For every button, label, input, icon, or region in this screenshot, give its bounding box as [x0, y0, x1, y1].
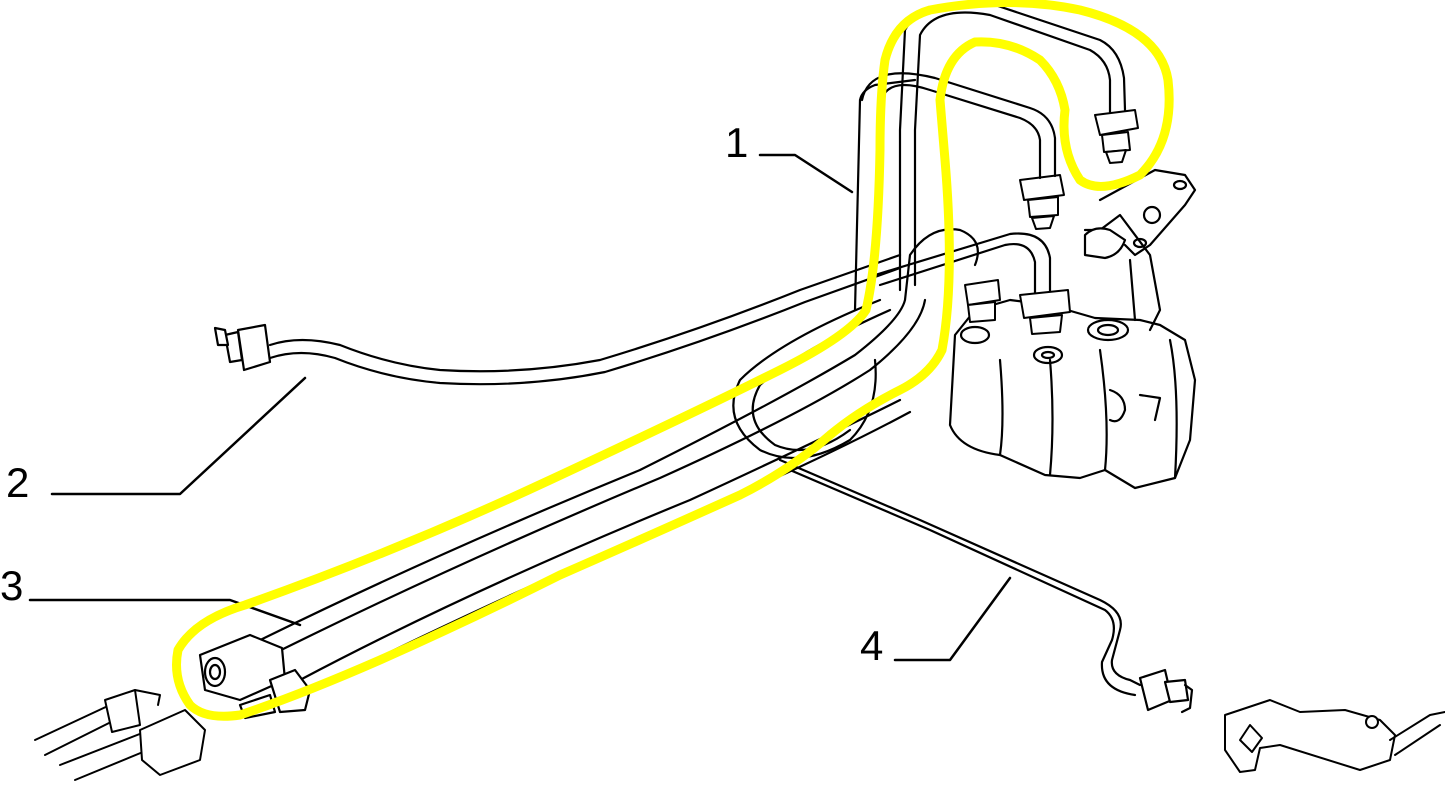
upper-bracket — [1083, 168, 1197, 260]
callout-4: 4 — [860, 622, 883, 669]
pipe-2 — [213, 253, 902, 386]
bottom-left-fitting — [198, 633, 312, 720]
leader-line-4 — [893, 576, 1012, 662]
leader-line-2 — [50, 376, 307, 496]
callout-2: 2 — [6, 459, 29, 506]
highlight-outline — [172, 0, 1174, 721]
fittings — [964, 109, 1139, 335]
pipe-3 — [228, 228, 1052, 695]
lower-left-pipes — [34, 689, 206, 781]
callout-1: 1 — [725, 119, 748, 166]
leader-line-3 — [28, 598, 302, 627]
lower-right-bracket — [1224, 699, 1445, 773]
leader-line-1 — [758, 153, 854, 194]
leader-lines — [28, 153, 1012, 662]
callout-3: 3 — [0, 562, 23, 609]
pipe-4 — [778, 458, 1194, 714]
